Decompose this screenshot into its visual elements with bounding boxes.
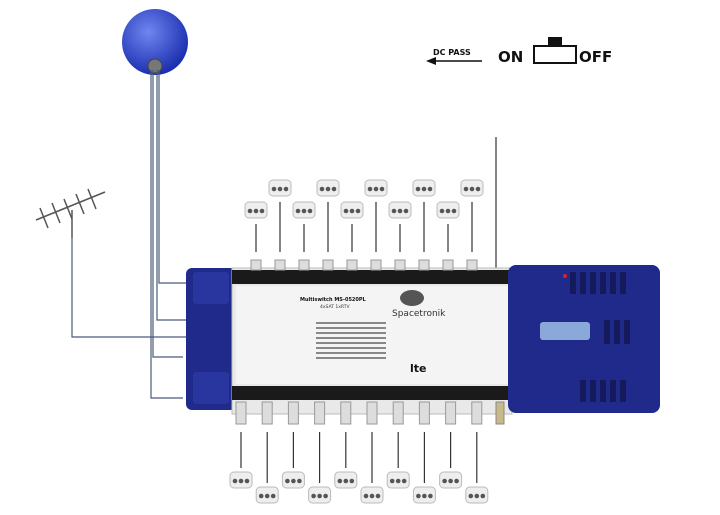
tv-sat-wall-socket-icon: [465, 486, 489, 504]
outlet-sockets: [229, 179, 489, 504]
f-connector: [418, 259, 430, 271]
tv-sat-wall-socket-icon: [386, 471, 410, 489]
on-label: ON: [498, 48, 523, 66]
tv-sat-wall-socket-icon: [364, 179, 388, 197]
f-connector: [445, 401, 457, 425]
tv-sat-wall-socket-icon: [334, 471, 358, 489]
dc-switch: [533, 45, 577, 64]
satellite-dish-icon: [122, 9, 188, 75]
tv-sat-wall-socket-icon: [360, 486, 384, 504]
arrow-left-icon: [426, 57, 436, 65]
f-connector: [370, 259, 382, 271]
terrestrial-antenna-icon: [35, 188, 106, 238]
device-model: Multiswitch MS-0520PL: [300, 297, 367, 303]
off-label: OFF: [579, 48, 612, 66]
dc-pass-label: DC PASS: [433, 48, 471, 57]
f-connector: [471, 401, 483, 425]
lte-badge: lte: [410, 362, 427, 375]
tv-sat-wall-socket-icon: [281, 471, 305, 489]
device-brand: Spacetronik: [392, 309, 446, 319]
f-connector: [287, 401, 299, 425]
tv-sat-wall-socket-icon: [244, 201, 268, 219]
switch-knob: [548, 37, 562, 46]
dc-pass-legend: DC PASS ON OFF: [426, 37, 612, 66]
tv-sat-wall-socket-icon: [436, 201, 460, 219]
dish-cables: [150, 70, 190, 399]
f-connector: [392, 401, 404, 425]
top-output-ports: [250, 259, 478, 271]
multiswitch-device: Multiswitch MS-0520PL 4xSAT 1xRTV Spacet…: [186, 265, 660, 415]
f-connector: [235, 401, 247, 425]
tv-sat-wall-socket-icon: [439, 471, 463, 489]
tv-sat-wall-socket-icon: [412, 179, 436, 197]
f-connector: [466, 259, 478, 271]
f-connector: [394, 259, 406, 271]
f-connector: [346, 259, 358, 271]
tv-sat-wall-socket-icon: [316, 179, 340, 197]
brand-logo-icon: [400, 290, 424, 306]
f-connector: [418, 401, 430, 425]
f-connector: [340, 401, 352, 425]
tv-sat-wall-socket-icon: [268, 179, 292, 197]
tv-sat-wall-socket-icon: [388, 201, 412, 219]
f-connector: [274, 259, 286, 271]
tv-sat-wall-socket-icon: [308, 486, 332, 504]
power-connector: [495, 401, 505, 425]
bottom-output-ports: [235, 401, 505, 425]
f-connector: [442, 259, 454, 271]
antenna-cable: [71, 238, 188, 338]
f-connector: [322, 259, 334, 271]
f-connector: [261, 401, 273, 425]
f-connector: [298, 259, 310, 271]
device-subtitle: 4xSAT 1xRTV: [320, 304, 350, 310]
tv-sat-wall-socket-icon: [255, 486, 279, 504]
spec-text-lines: [316, 322, 386, 359]
tv-sat-wall-socket-icon: [292, 201, 316, 219]
tv-sat-wall-socket-icon: [229, 471, 253, 489]
f-connector: [250, 259, 262, 271]
tv-sat-wall-socket-icon: [460, 179, 484, 197]
tv-sat-wall-socket-icon: [412, 486, 436, 504]
tv-sat-wall-socket-icon: [340, 201, 364, 219]
f-connector: [366, 401, 378, 425]
f-connector: [314, 401, 326, 425]
